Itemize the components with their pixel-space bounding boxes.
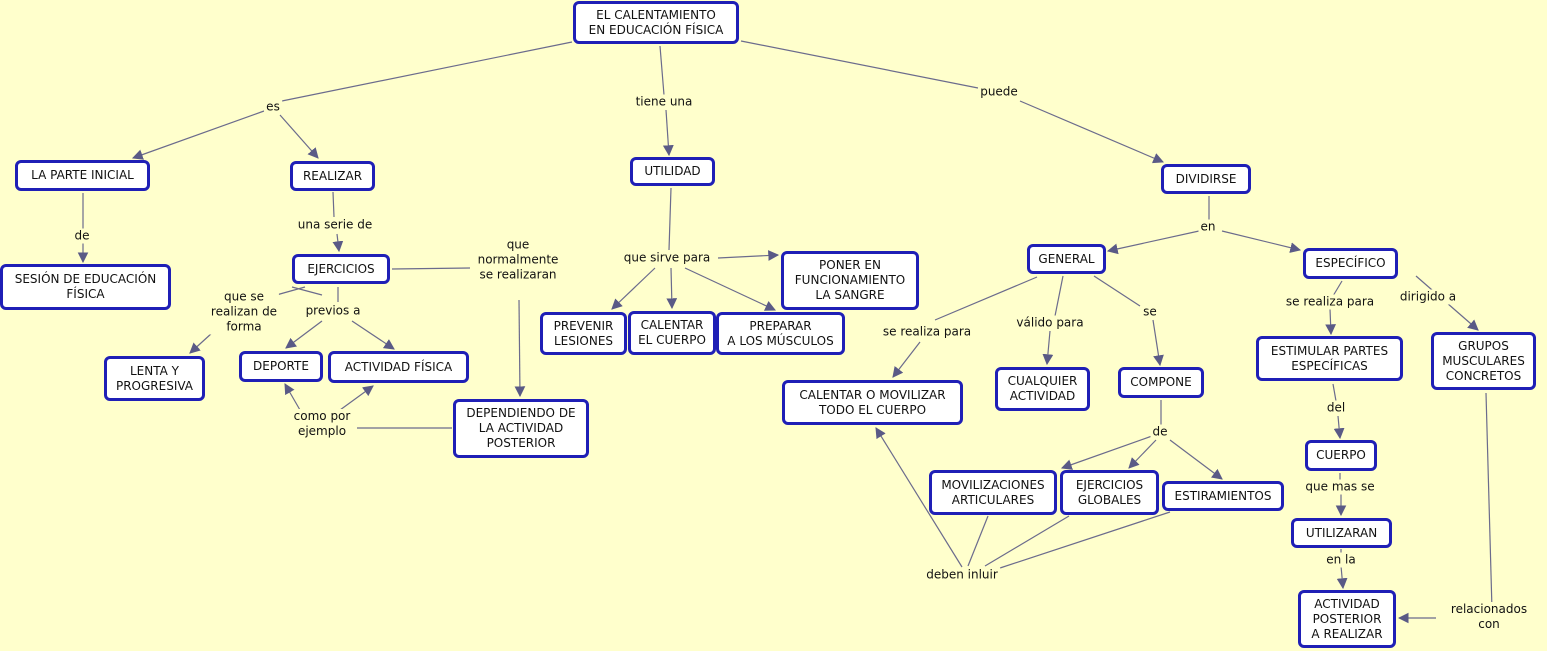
connector-35 xyxy=(1152,319,1164,367)
link-deben-inluir: deben inluir xyxy=(924,567,1000,583)
connector-15 xyxy=(285,320,323,349)
connector-24 xyxy=(611,267,656,310)
link-puede: puede xyxy=(978,84,1020,100)
connector-38 xyxy=(1128,439,1157,469)
connector-52 xyxy=(1336,565,1348,590)
connector-31 xyxy=(892,341,921,378)
node-deporte[interactable]: DEPORTE xyxy=(239,351,323,382)
link-se-realiza-para-general: se realiza para xyxy=(880,324,974,340)
connector-33 xyxy=(1042,330,1054,366)
link-que-mas-se: que mas se xyxy=(1303,479,1377,495)
connector-20 xyxy=(391,267,471,270)
link-del: del xyxy=(1324,400,1348,416)
connector-26 xyxy=(684,267,776,311)
node-actividad-fisica[interactable]: ACTIVIDAD FÍSICA xyxy=(328,351,469,383)
node-la-parte-inicial[interactable]: LA PARTE INICIAL xyxy=(15,160,150,191)
connector-32 xyxy=(1054,275,1064,317)
connector-5 xyxy=(740,40,979,89)
node-actividad-posterior[interactable]: ACTIVIDAD POSTERIOR A REALIZAR xyxy=(1298,590,1396,648)
connector-1 xyxy=(131,110,265,160)
node-title[interactable]: EL CALENTAMIENTO EN EDUCACIÓN FÍSICA xyxy=(573,1,739,44)
node-estiramientos[interactable]: ESTIRAMIENTOS xyxy=(1162,481,1284,511)
connector-21 xyxy=(514,299,526,398)
connector-12 xyxy=(189,332,213,354)
connector-4 xyxy=(662,109,674,157)
link-que-normalmente: que normalmente se realizaran xyxy=(475,237,561,283)
node-utilizaran[interactable]: UTILIZARAN xyxy=(1291,518,1392,548)
link-de-compone: de xyxy=(1150,424,1170,440)
node-grupos-musculares[interactable]: GRUPOS MUSCULARES CONCRETOS xyxy=(1431,332,1536,390)
link-como-por-ejemplo: como por ejemplo xyxy=(291,409,353,439)
node-ejercicios-globales[interactable]: EJERCICIOS GLOBALES xyxy=(1060,470,1159,515)
connector-40 xyxy=(967,515,989,567)
node-sesion-educacion-fisica[interactable]: SESIÓN DE EDUCACIÓN FÍSICA xyxy=(0,264,171,310)
node-preparar-musculos[interactable]: PREPARAR A LOS MÚSCULOS xyxy=(716,312,845,355)
link-se-realiza-para-especifico: se realiza para xyxy=(1283,294,1377,310)
connector-25 xyxy=(666,267,678,310)
connector-22 xyxy=(668,187,672,251)
node-estimular-partes[interactable]: ESTIMULAR PARTES ESPECÍFICAS xyxy=(1256,336,1403,381)
link-una-serie-de: una serie de xyxy=(295,217,375,233)
connector-28 xyxy=(1106,230,1200,255)
node-calentar-o-movilizar[interactable]: CALENTAR O MOVILIZAR TODO EL CUERPO xyxy=(782,380,963,425)
connector-34 xyxy=(1093,275,1141,307)
connector-53 xyxy=(1485,392,1493,611)
connector-18 xyxy=(339,385,374,411)
connector-45 xyxy=(1325,308,1337,336)
link-tiene-una: tiene una xyxy=(633,94,695,110)
connector-17 xyxy=(284,383,301,411)
connector-43 xyxy=(875,427,963,568)
connector-29 xyxy=(1221,230,1302,253)
link-que-sirve-para: que sirve para xyxy=(621,250,713,266)
connector-42 xyxy=(999,511,1171,569)
link-valido-para: válido para xyxy=(1014,315,1086,331)
node-ejercicios[interactable]: EJERCICIOS xyxy=(292,254,390,284)
connector-41 xyxy=(984,515,1070,567)
link-en-la: en la xyxy=(1324,552,1358,568)
connector-9 xyxy=(332,191,335,218)
node-especifico[interactable]: ESPECÍFICO xyxy=(1303,248,1398,279)
connector-6 xyxy=(1019,100,1164,164)
node-utilidad[interactable]: UTILIDAD xyxy=(630,157,715,186)
connector-44 xyxy=(1332,280,1343,297)
connector-30 xyxy=(934,276,1038,321)
link-en: en xyxy=(1198,219,1218,235)
node-realizar[interactable]: REALIZAR xyxy=(290,161,375,191)
link-es: es xyxy=(264,99,282,115)
node-dependiendo[interactable]: DEPENDIENDO DE LA ACTIVIDAD POSTERIOR xyxy=(453,399,589,458)
node-cualquier-actividad[interactable]: CUALQUIER ACTIVIDAD xyxy=(995,367,1090,411)
node-lenta-progresiva[interactable]: LENTA Y PROGRESIVA xyxy=(104,356,205,401)
connector-39 xyxy=(1169,439,1223,480)
node-compone[interactable]: COMPONE xyxy=(1118,367,1204,398)
connector-37 xyxy=(1060,435,1153,470)
node-movilizaciones-articulares[interactable]: MOVILIZACIONES ARTICULARES xyxy=(929,470,1057,515)
connector-13 xyxy=(291,286,323,296)
link-previos-a: previos a xyxy=(303,303,363,319)
link-de: de xyxy=(72,228,92,244)
node-calentar-el-cuerpo[interactable]: CALENTAR EL CUERPO xyxy=(628,311,716,355)
node-dividirse[interactable]: DIVIDIRSE xyxy=(1161,164,1251,194)
connector-3 xyxy=(659,45,665,96)
connector-0 xyxy=(271,41,573,104)
link-que-se-realizan-de-forma: que se realizan de forma xyxy=(208,289,280,335)
node-general[interactable]: GENERAL xyxy=(1027,244,1106,274)
link-dirigido-a: dirigido a xyxy=(1397,289,1459,305)
connector-48 xyxy=(1333,415,1345,440)
link-se: se xyxy=(1141,304,1159,320)
connector-47 xyxy=(1332,383,1337,402)
node-prevenir-lesiones[interactable]: PREVENIR LESIONES xyxy=(540,312,627,355)
node-poner-en-funcionamiento[interactable]: PONER EN FUNCIONAMIENTO LA SANGRE xyxy=(781,251,919,310)
connector-2 xyxy=(279,114,319,159)
node-cuerpo[interactable]: CUERPO xyxy=(1305,440,1377,471)
link-relacionados-con: relacionados con xyxy=(1448,602,1530,632)
connector-23 xyxy=(717,250,780,261)
connector-10 xyxy=(332,233,344,253)
connector-16 xyxy=(351,320,395,350)
